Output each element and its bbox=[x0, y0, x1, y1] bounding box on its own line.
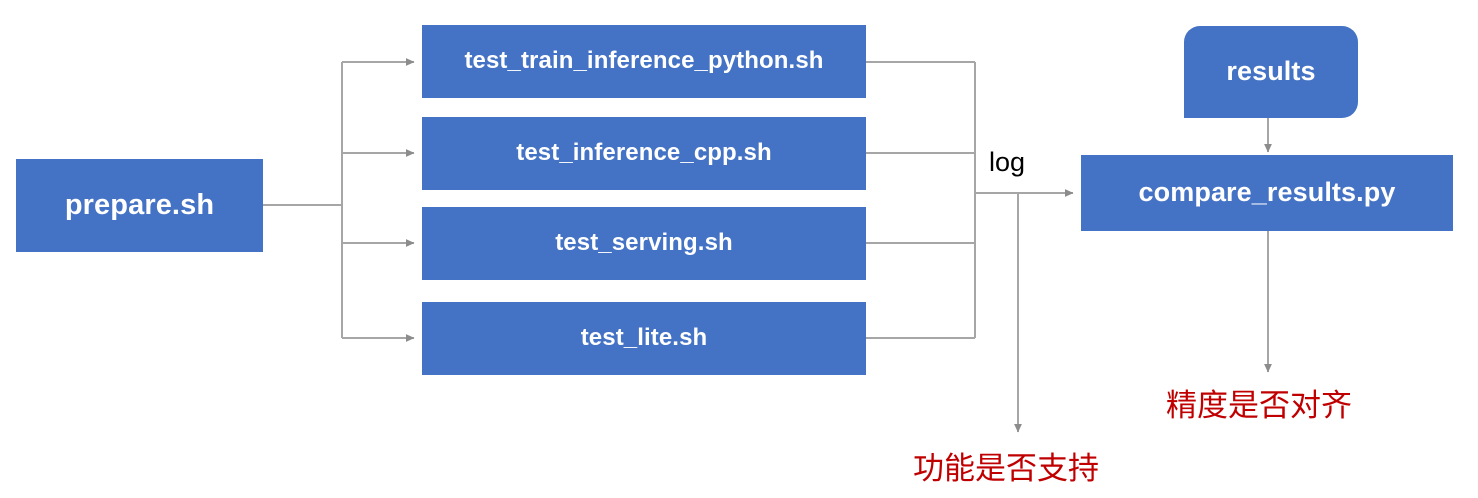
edge-label-log: log bbox=[989, 147, 1026, 177]
node-results[interactable]: results bbox=[1184, 26, 1358, 118]
node-prepare-sh[interactable]: prepare.sh bbox=[16, 159, 263, 252]
node-test-lite-sh[interactable]: test_lite.sh bbox=[422, 302, 866, 375]
note-precision-aligned: 精度是否对齐 bbox=[1166, 388, 1352, 424]
node-compare-results-py[interactable]: compare_results.py bbox=[1081, 155, 1453, 231]
node-test-serving-sh[interactable]: test_serving.sh bbox=[422, 207, 866, 280]
node-test-inference-cpp-sh[interactable]: test_inference_cpp.sh bbox=[422, 117, 866, 190]
node-test-train-inference-python-sh[interactable]: test_train_inference_python.sh bbox=[422, 25, 866, 98]
note-function-supported: 功能是否支持 bbox=[913, 451, 1099, 487]
